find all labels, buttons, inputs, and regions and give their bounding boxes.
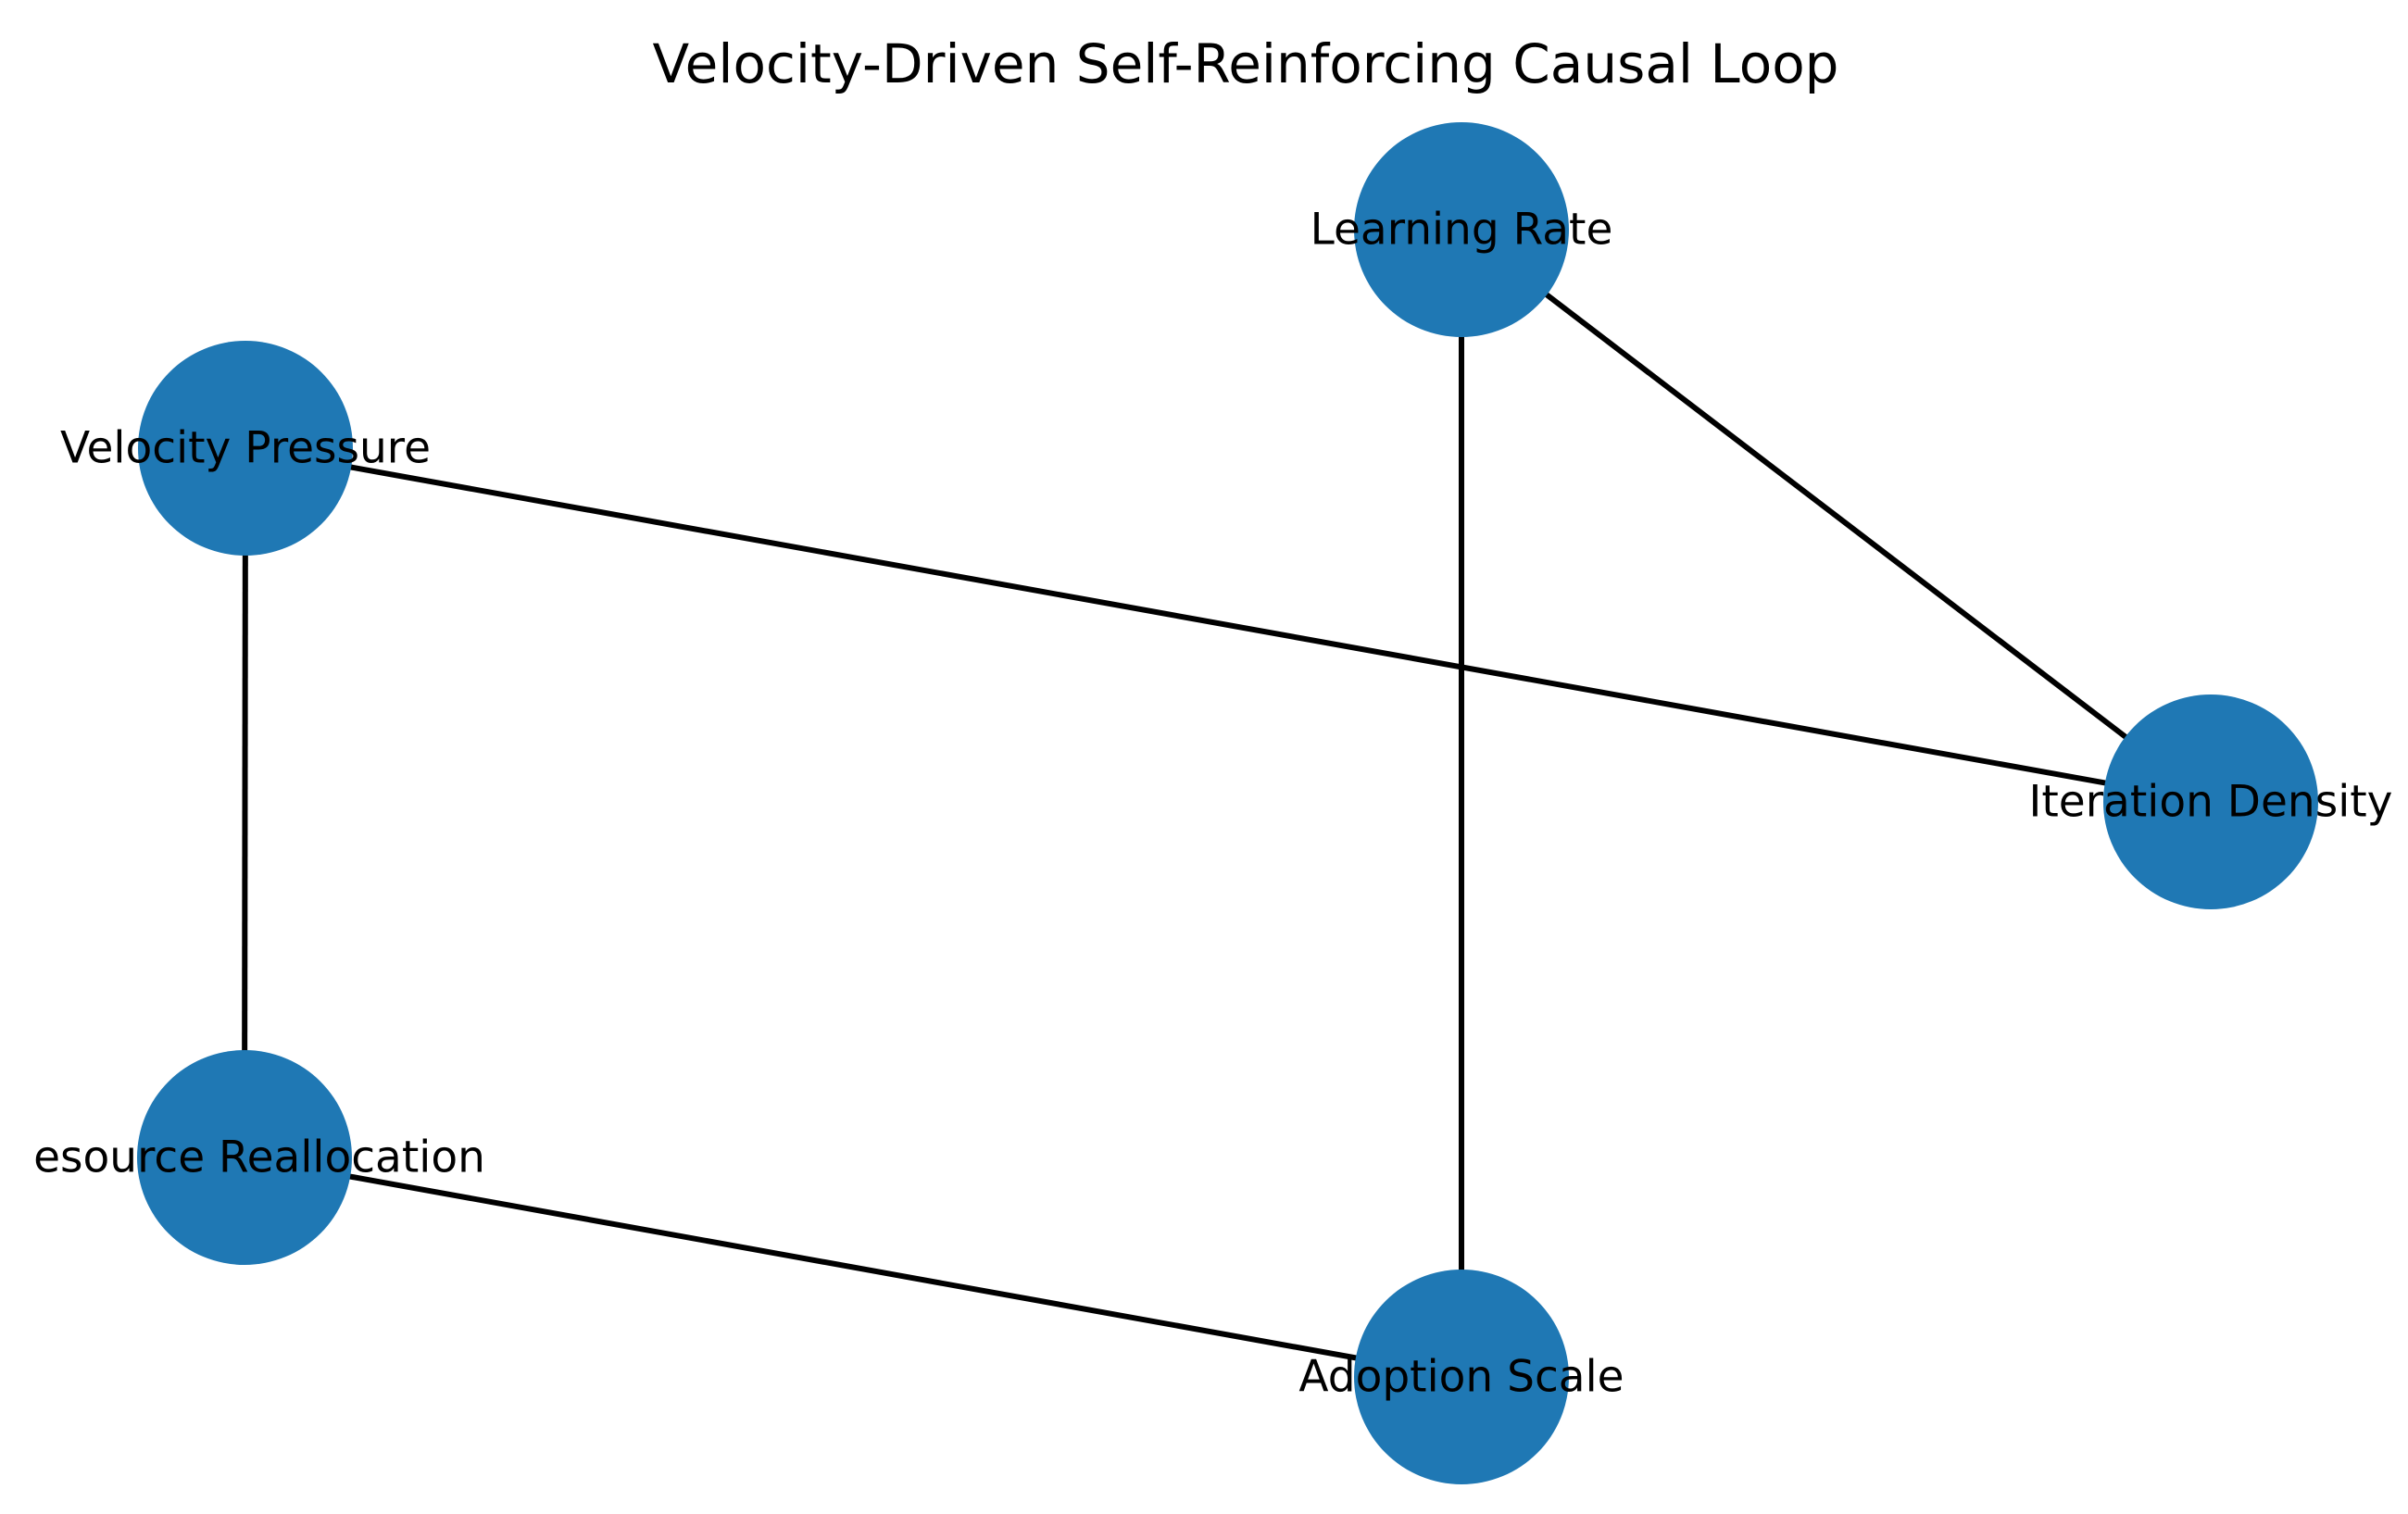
chart-title: Velocity-Driven Self-Reinforcing Causal …: [652, 32, 1839, 95]
edge-learning-rate-iteration-density: [1460, 227, 2213, 805]
edge-resource-reallocation-adoption-scale: [244, 1155, 1462, 1380]
node-adoption-scale: [1354, 1270, 1569, 1484]
edge-iteration-density-velocity-pressure: [245, 445, 2212, 805]
node-resource-reallocation: [137, 1050, 352, 1265]
node-iteration-density: [2103, 694, 2318, 909]
node-learning-rate: [1354, 122, 1569, 337]
node-velocity-pressure: [138, 341, 353, 556]
